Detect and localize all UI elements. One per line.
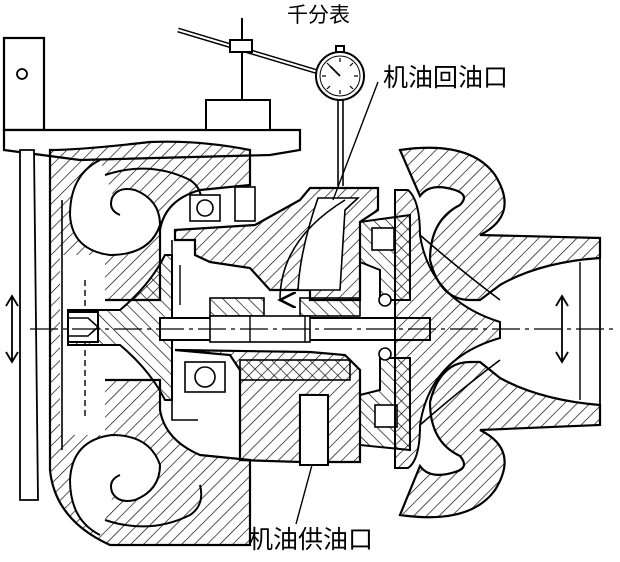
oil-return-leader — [332, 81, 379, 201]
oil-supply-leader — [295, 464, 313, 525]
double-arrow-icon — [555, 294, 569, 364]
turbine-housing — [398, 146, 602, 519]
compressor-housing — [48, 140, 252, 547]
dial-indicator-label: 千分表 — [287, 3, 350, 27]
dial-indicator — [177, 18, 365, 186]
oil-return-port-label: 机油回油口 — [383, 63, 508, 92]
bracket-hole — [16, 68, 28, 80]
double-arrow-icon — [5, 294, 19, 364]
oil-supply-port-label: 机油供油口 — [248, 525, 373, 554]
